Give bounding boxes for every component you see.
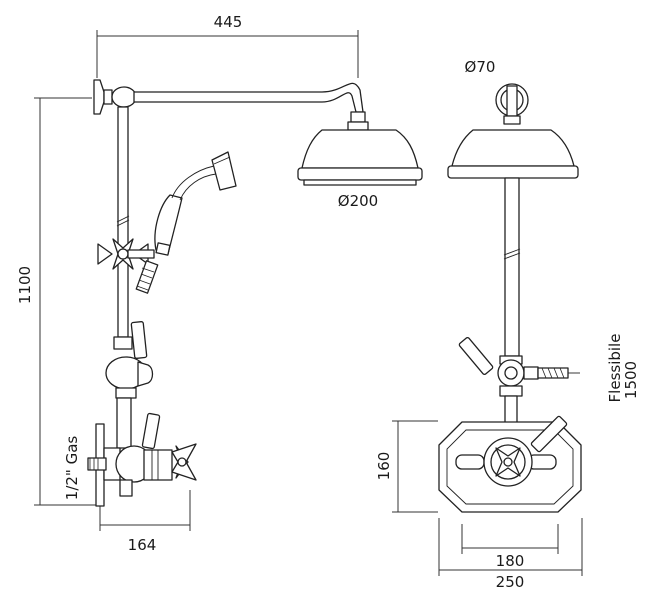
- dim-arm-reach: 445: [214, 13, 243, 31]
- front-cross-handle: [483, 437, 533, 487]
- dimension-lines: [34, 30, 583, 576]
- dim-inner-width: 180: [496, 552, 525, 570]
- inlet-label: 1/2" Gas: [63, 436, 81, 501]
- front-view: [438, 83, 582, 513]
- dim-wall-mount-diameter: Ø70: [465, 58, 496, 76]
- side-view: [87, 79, 423, 507]
- slider-cross-handle: [97, 238, 149, 270]
- hand-shower: [154, 151, 237, 256]
- dim-plate-width: 250: [496, 573, 525, 591]
- mixer-cross-handle: [171, 443, 197, 481]
- hose-spring: [135, 260, 159, 294]
- hose-name-label: Flessibile: [606, 334, 624, 403]
- dim-overall-height: 1100: [16, 266, 34, 304]
- dim-offset-depth: 164: [128, 536, 157, 554]
- dim-head-diameter: Ø200: [338, 192, 378, 210]
- hose-length-label: 1500: [622, 361, 640, 399]
- dim-plate-height: 160: [375, 452, 393, 481]
